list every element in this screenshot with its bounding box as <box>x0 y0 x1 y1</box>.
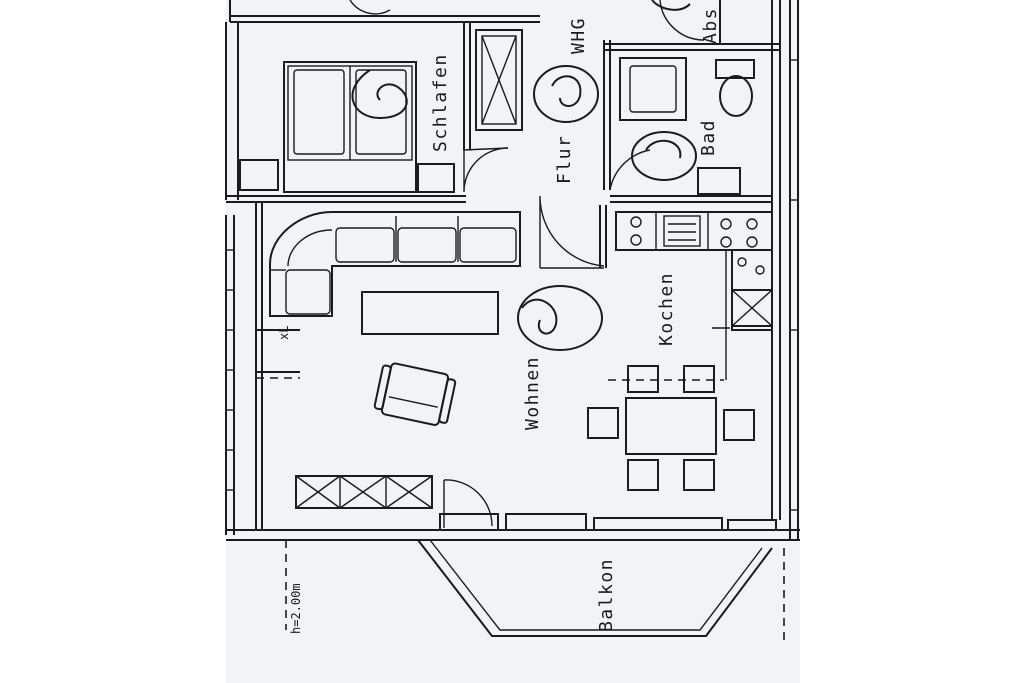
label-schlafen: Schlafen <box>430 53 451 152</box>
dashed-guides <box>256 377 785 640</box>
balcony-outline <box>417 539 773 637</box>
walls <box>225 0 800 541</box>
label-whg: WHG <box>568 17 589 54</box>
bedroom-furniture <box>239 29 523 193</box>
paper-sheet <box>226 0 800 683</box>
height-note: h=2.00m <box>289 583 303 634</box>
bath-furniture <box>533 57 755 195</box>
label-abs: Abs <box>700 7 721 44</box>
living-furniture <box>269 0 691 509</box>
label-wohnen: Wohnen <box>522 356 543 430</box>
doors <box>349 0 705 528</box>
label-balkon: Balkon <box>596 558 617 632</box>
label-flur: Flur <box>554 135 575 184</box>
kitchen-furniture <box>587 211 773 491</box>
label-kochen: Kochen <box>656 272 677 346</box>
wall-mark: xL <box>277 326 291 340</box>
label-bad: Bad <box>698 119 719 156</box>
